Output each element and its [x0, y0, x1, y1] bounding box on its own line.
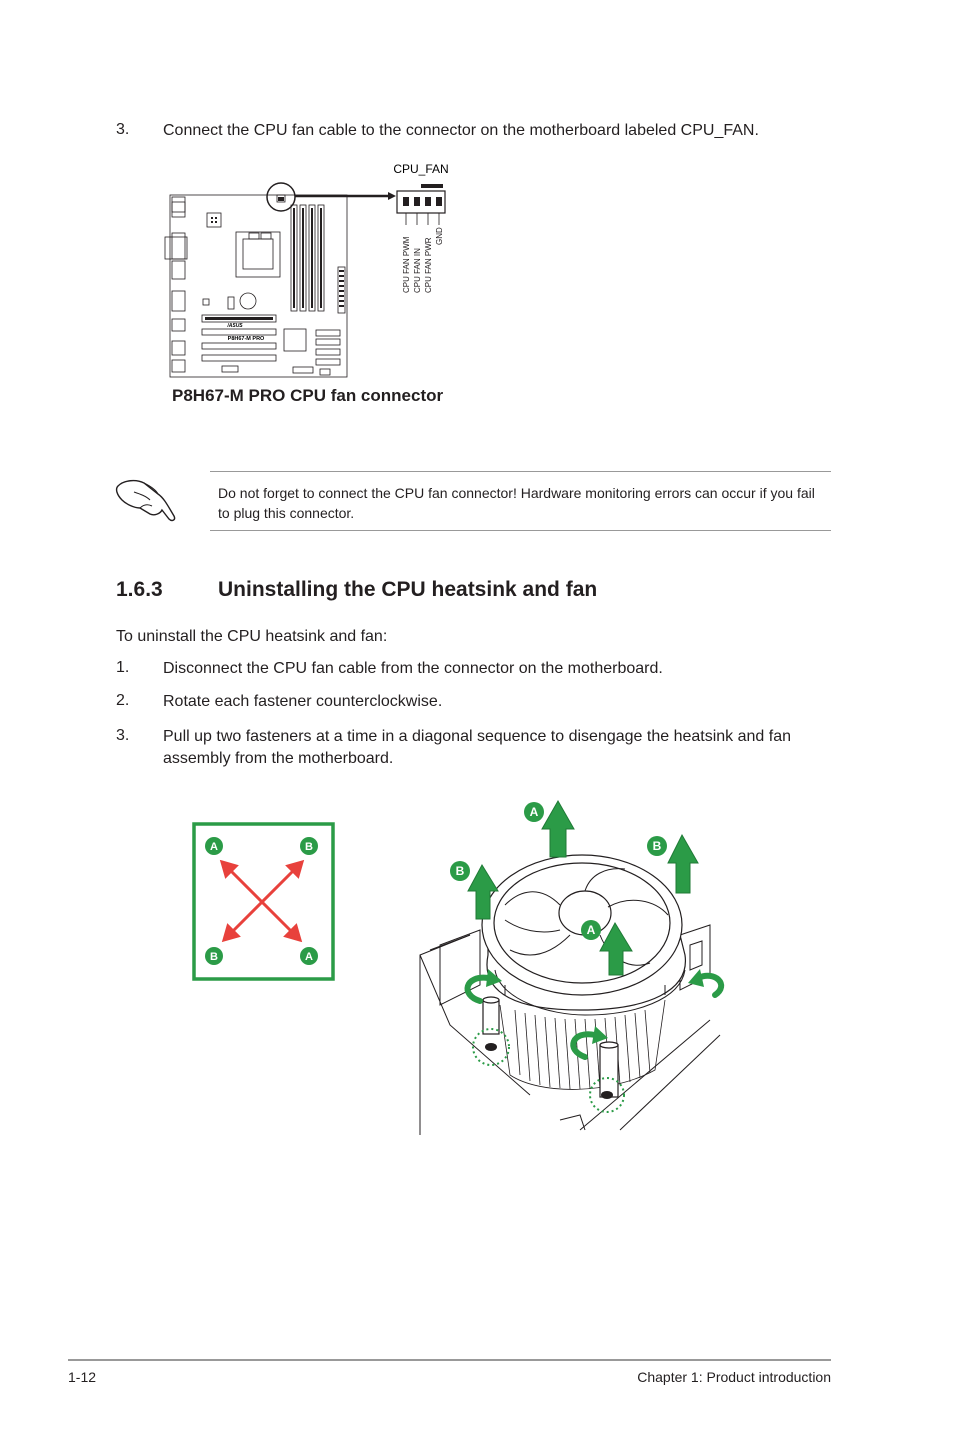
pin-label: CPU FAN PWR [424, 237, 433, 293]
label-a: A [587, 923, 596, 937]
step-number: 3. [116, 121, 130, 138]
note-top-rule [210, 471, 831, 472]
chapter-title: Chapter 1: Product introduction [637, 1369, 831, 1385]
motherboard-diagram: CPU_FAN CPU FAN PWM CPU FAN IN CPU FAN P… [164, 162, 449, 378]
lift-arrow-a [541, 799, 575, 858]
section-title: Uninstalling the CPU heatsink and fan [218, 578, 598, 601]
fan-shroud [481, 854, 686, 1011]
intro-text: To uninstall the CPU heatsink and fan: [116, 628, 388, 645]
label-b: B [210, 951, 218, 963]
step-number: 3. [116, 727, 130, 744]
board-details [205, 197, 344, 320]
fasteners [482, 996, 619, 1098]
section-number: 1.6.3 [116, 578, 163, 601]
board-lines [419, 924, 721, 1135]
step-text: Connect the CPU fan cable to the connect… [163, 122, 759, 139]
badge-a [581, 920, 601, 940]
badge-a [205, 837, 223, 855]
fastener-holes [485, 1043, 613, 1099]
fan-blades [504, 868, 669, 966]
figure-caption: P8H67-M PRO CPU fan connector [172, 386, 444, 405]
fan-base [494, 969, 686, 1016]
fastener-hole-markers [472, 1028, 625, 1113]
diagonal-arrow-b [228, 866, 298, 936]
board-outline [164, 194, 348, 378]
board-model: P8H67-M PRO [228, 336, 265, 342]
label-a: A [210, 841, 218, 853]
pin-leads [405, 213, 440, 225]
badge-b [205, 947, 223, 965]
arrowhead [285, 859, 305, 879]
step-number: 1. [116, 659, 130, 676]
footer-rule [68, 1359, 831, 1361]
arrowhead [283, 923, 303, 943]
pin-label: CPU FAN PWM [402, 236, 411, 293]
page-number: 1-12 [68, 1369, 97, 1385]
diagonal-sequence-diagram: A B B A [192, 822, 335, 981]
badge-b [450, 861, 470, 881]
pin-label: GND [435, 227, 444, 245]
lift-arrow-b [467, 863, 499, 920]
rotation-arrows [464, 972, 725, 1060]
connector-label: CPU_FAN [393, 162, 448, 176]
badge-a [524, 802, 544, 822]
step-number: 2. [116, 692, 130, 709]
label-b: B [305, 841, 313, 853]
lift-arrows [467, 799, 699, 976]
step-text: Pull up two fasteners at a time in a dia… [163, 728, 791, 767]
step-text: Disconnect the CPU fan cable from the co… [163, 660, 663, 677]
connector-housing [396, 190, 446, 214]
board-logo: /ASUS [226, 323, 243, 329]
badge-b [300, 837, 318, 855]
hand-pointing-icon [115, 479, 176, 522]
note-text: Do not forget to connect the CPU fan con… [218, 485, 815, 521]
heatsink-fan-illustration: A B B A [419, 799, 725, 1135]
badge-b [647, 836, 667, 856]
label-a: A [530, 805, 539, 819]
connector-pins [403, 197, 442, 206]
lift-arrow-b [667, 833, 699, 894]
badge-a [300, 947, 318, 965]
label-b: B [653, 839, 662, 853]
arrowhead [219, 859, 239, 879]
pin-label: CPU FAN IN [413, 248, 422, 293]
arrowhead [221, 923, 241, 943]
heatsink-fins [499, 999, 666, 1090]
step-text: Rotate each fastener counterclockwise. [163, 693, 443, 710]
rotation-arrowheads [486, 969, 704, 1044]
label-a: A [305, 951, 313, 963]
label-b: B [456, 864, 465, 878]
pointer-arrowhead [388, 192, 396, 200]
lift-arrow-a [599, 921, 633, 976]
connector-key [421, 184, 443, 188]
note-bottom-rule [210, 530, 831, 531]
